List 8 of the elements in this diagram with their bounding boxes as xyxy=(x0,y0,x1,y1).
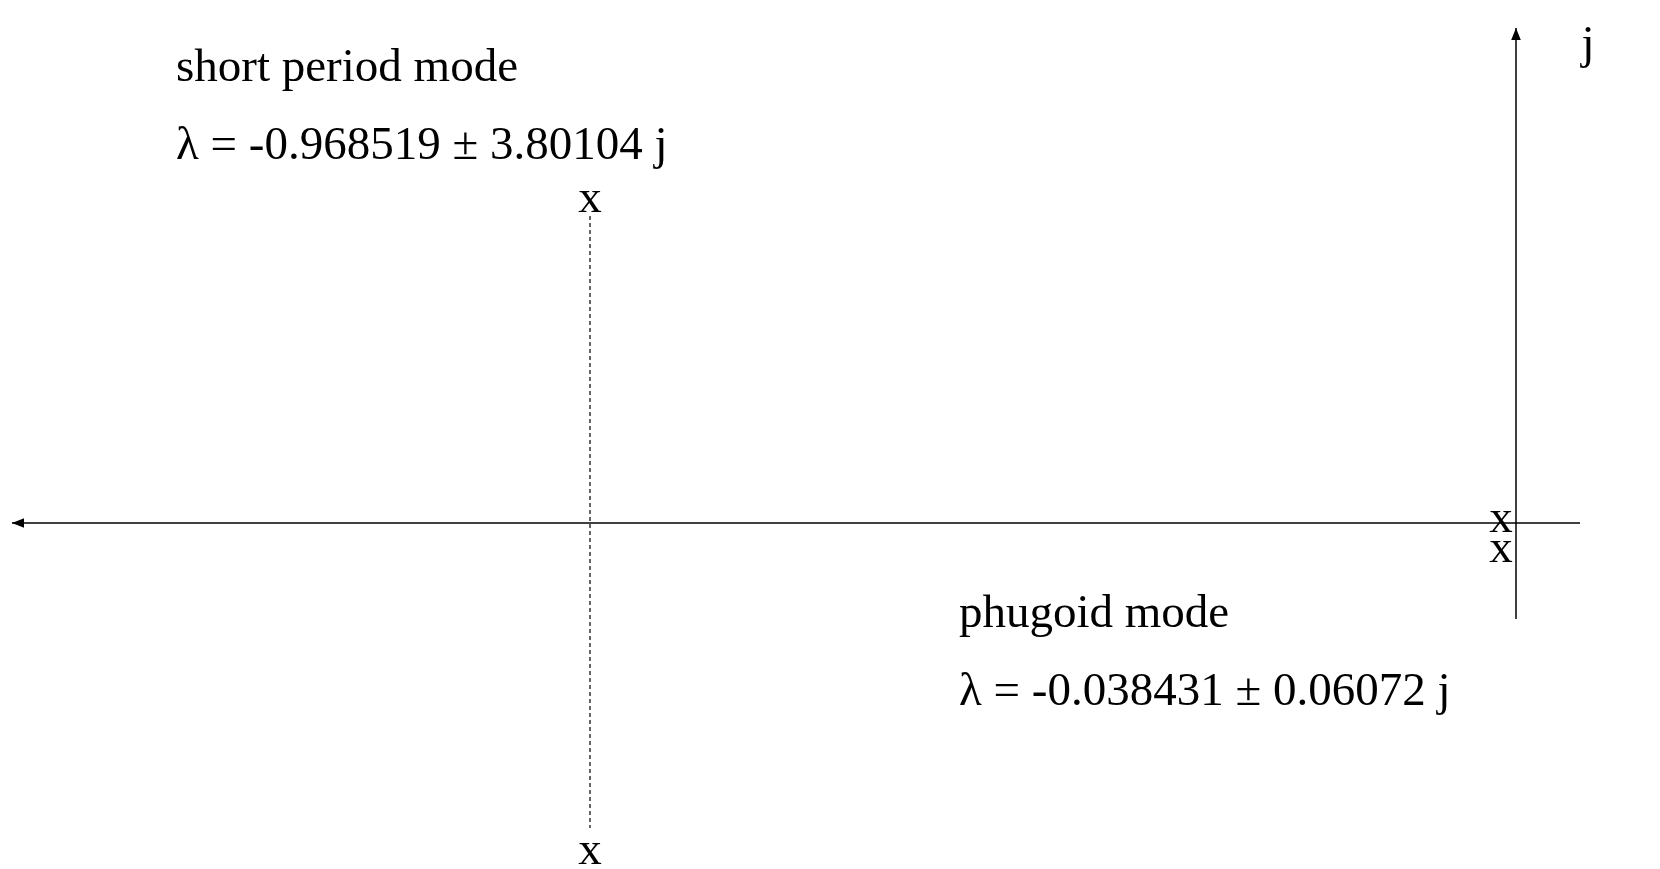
mode-label: short period mode xyxy=(176,42,518,89)
pole-marker: x xyxy=(578,172,602,220)
eigenvalue-label: λ = -0.968519 ± 3.80104 j xyxy=(176,120,668,167)
pole-marker: x xyxy=(578,824,602,869)
axis-label: j xyxy=(1581,18,1595,66)
eigenvalue-label: λ = -0.038431 ± 0.06072 j xyxy=(959,666,1451,713)
mode-label: phugoid mode xyxy=(959,588,1230,635)
dashed-line xyxy=(589,215,591,829)
